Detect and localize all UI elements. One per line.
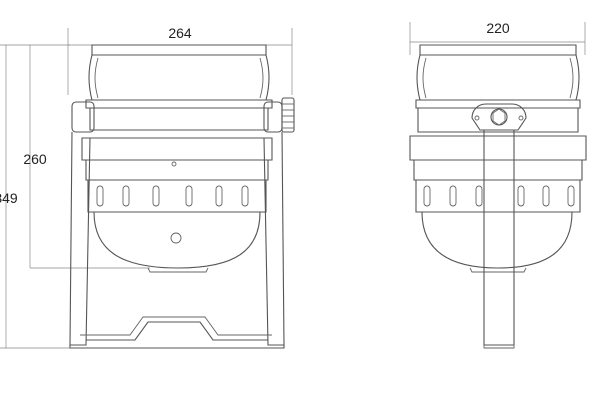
dim-label-height-body: 260 [23,151,47,167]
dim-label-width-front: 264 [168,25,192,41]
side-view [409,44,587,349]
front-view [69,44,295,349]
dim-label-height-total: 349 [0,190,18,206]
dimension-lines [0,22,586,349]
dim-label-width-side: 220 [486,20,510,36]
